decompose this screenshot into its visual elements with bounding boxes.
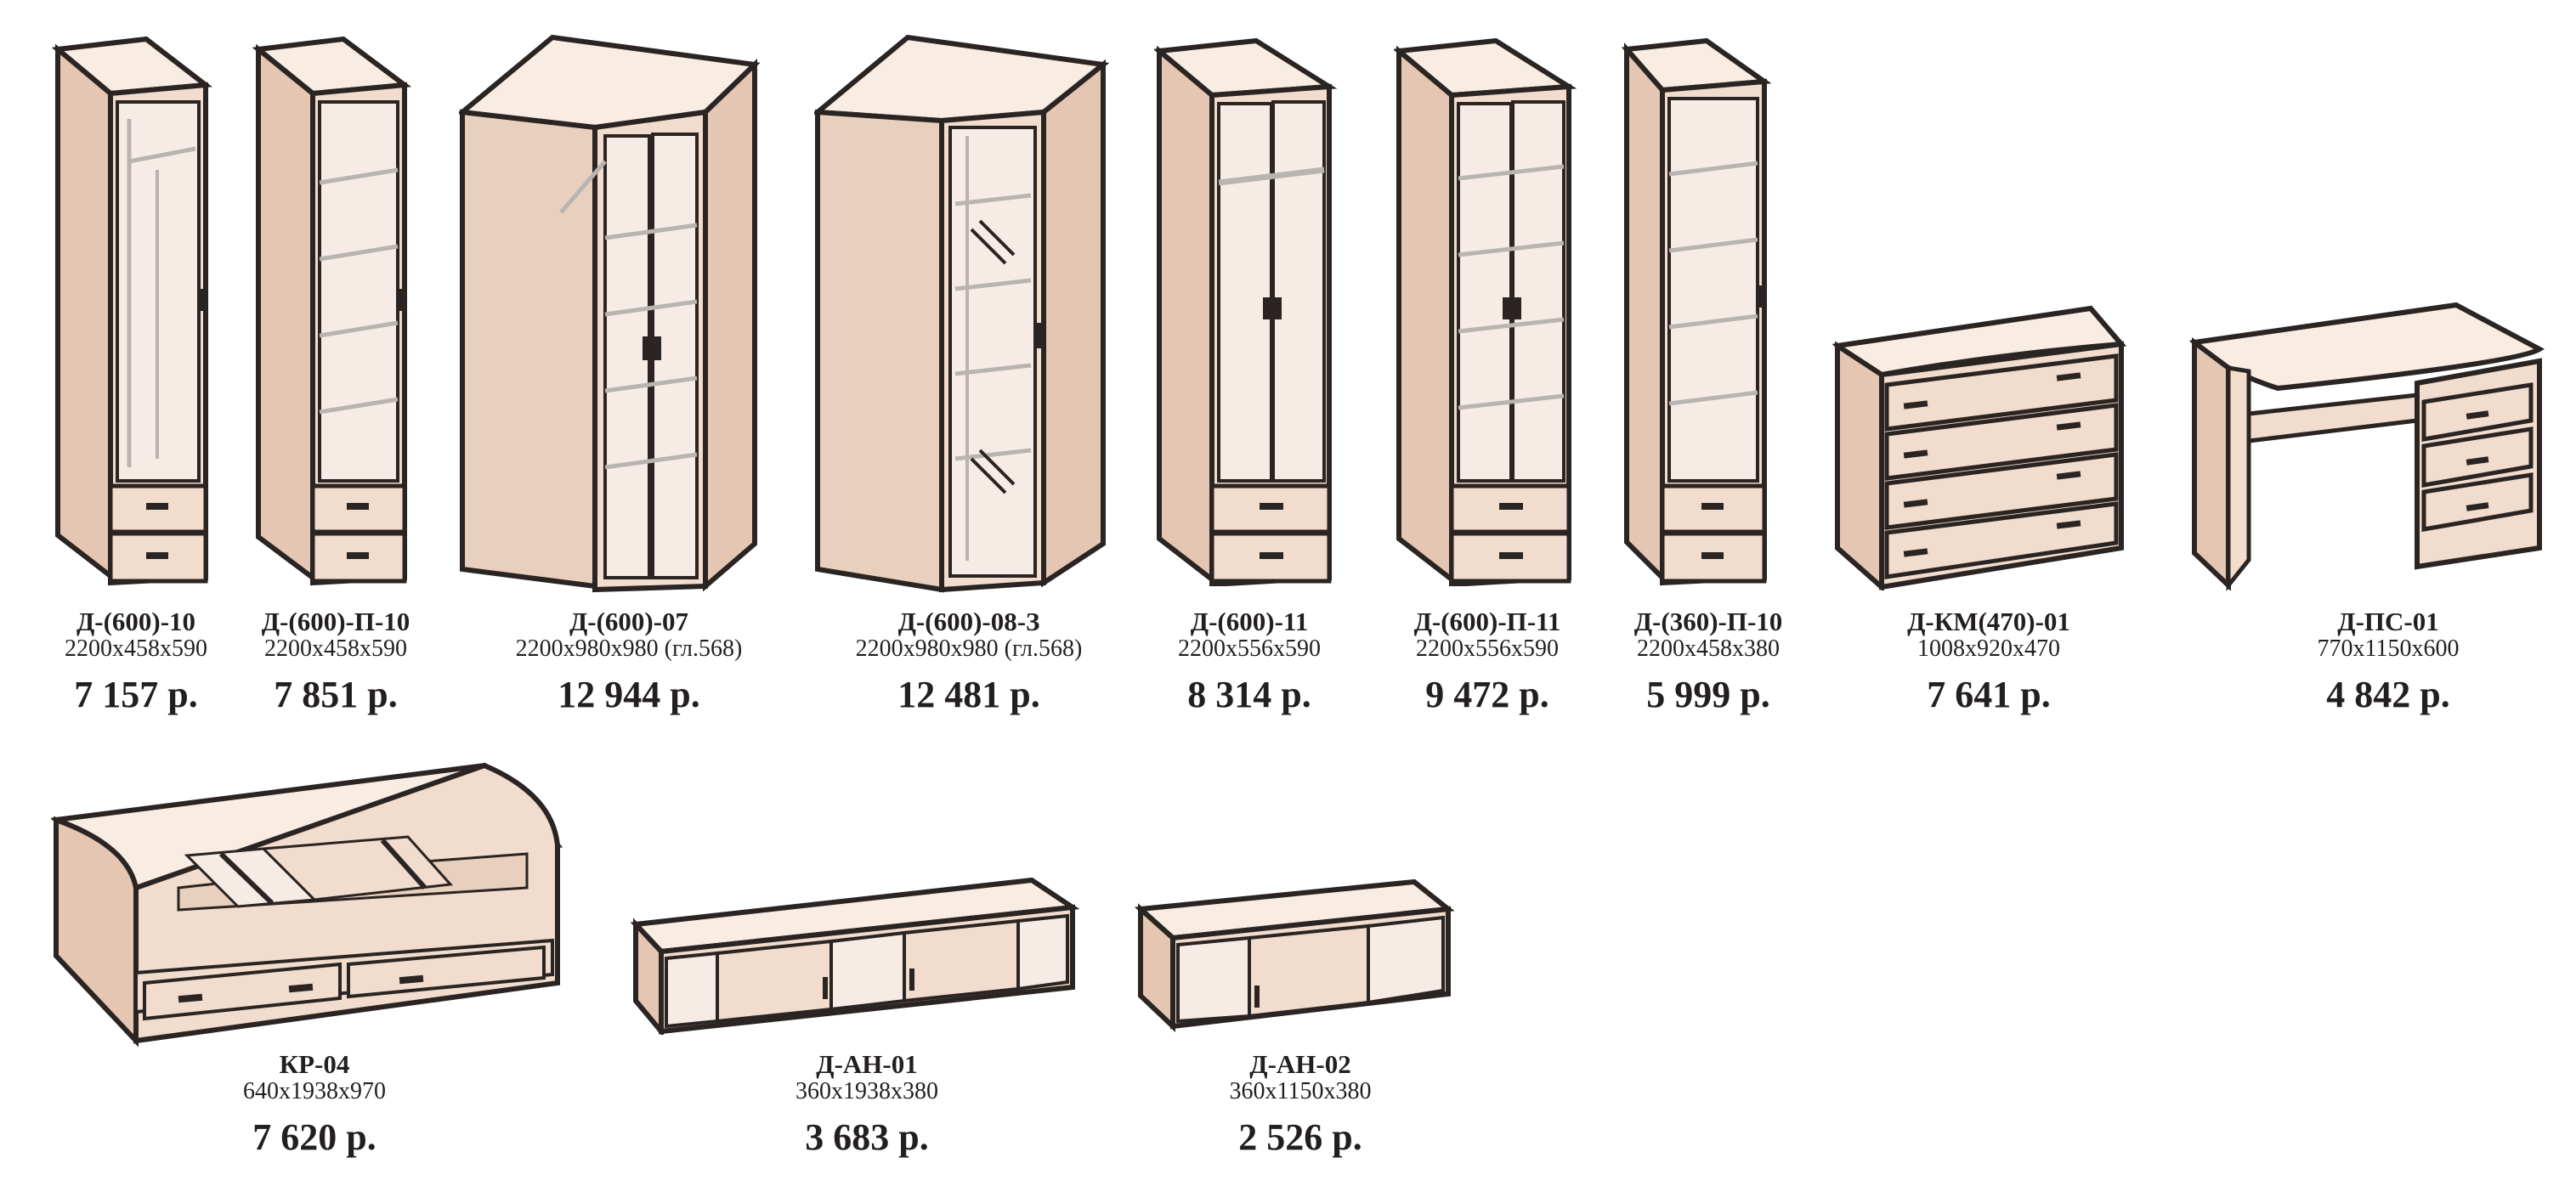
product-name: Д-(600)-08-З [897, 607, 1040, 636]
product-card: Д-(360)-П-10 2200х458х380 5 999 р. [1598, 607, 1819, 716]
corner-mirror-wardrobe-icon [814, 34, 1110, 593]
product-dimensions: 2200х556х590 [1416, 635, 1559, 662]
product-name: Д-КМ(470)-01 [1907, 607, 2070, 636]
wall-shelf-short-icon [1134, 878, 1455, 1032]
product-price: 7 641 р. [1927, 674, 2051, 715]
single-glass-door-cabinet-icon [252, 36, 412, 586]
product-price: 7 157 р. [74, 674, 198, 715]
product-dimensions: 770х1150х600 [2317, 635, 2460, 662]
product-name: Д-(600)-П-11 [1413, 607, 1561, 636]
product-dimensions: 2200х458х590 [264, 635, 407, 662]
double-door-wardrobe-icon [1154, 37, 1338, 586]
product-dimensions: 1008х920х470 [1917, 635, 2060, 662]
product-price: 12 944 р. [558, 674, 700, 715]
product-card: Д-АН-01 360х1938х380 3 683 р. [748, 1050, 986, 1159]
product-card: КР-04 640х1938х970 7 620 р. [204, 1050, 425, 1159]
product-name: Д-(600)-10 [76, 607, 196, 636]
double-glass-door-cabinet-icon [1394, 37, 1577, 586]
product-price: 8 314 р. [1187, 674, 1311, 715]
product-name: Д-(600)-П-10 [261, 607, 410, 636]
product-price: 2 526 р. [1238, 1116, 1362, 1158]
product-price: 7 620 р. [252, 1116, 376, 1158]
product-dimensions: 360х1150х380 [1229, 1078, 1372, 1104]
bed-with-drawers-icon [51, 762, 563, 1048]
product-dimensions: 2200х458х380 [1637, 635, 1780, 662]
product-name: Д-(600)-11 [1190, 607, 1309, 636]
product-dimensions: 640х1938х970 [243, 1078, 386, 1104]
product-price: 5 999 р. [1646, 674, 1770, 715]
product-name: Д-(360)-П-10 [1633, 607, 1783, 636]
product-dimensions: 2200х980х980 (гл.568) [515, 635, 743, 662]
product-card: Д-АН-02 360х1150х380 2 526 р. [1181, 1050, 1419, 1159]
product-price: 9 472 р. [1425, 674, 1549, 715]
single-door-wardrobe-icon [51, 36, 212, 586]
product-name: Д-АН-02 [1249, 1049, 1351, 1079]
writing-desk-icon [2188, 302, 2545, 590]
product-dimensions: 2200х556х590 [1178, 635, 1321, 662]
product-dimensions: 2200х458х590 [65, 635, 207, 662]
narrow-glass-cabinet-icon [1622, 37, 1772, 586]
product-name: КР-04 [279, 1049, 350, 1079]
product-card: Д-ПС-01 770х1150х600 4 842 р. [2278, 607, 2499, 716]
product-price: 4 842 р. [2326, 674, 2450, 715]
product-card: Д-(600)-11 2200х556х590 8 314 р. [1147, 607, 1351, 716]
product-price: 7 851 р. [274, 674, 398, 715]
wall-shelf-long-icon [630, 877, 1079, 1035]
product-name: Д-ПС-01 [2337, 607, 2439, 636]
product-card: Д-КМ(470)-01 1008х920х470 7 641 р. [1870, 607, 2108, 716]
product-dimensions: 2200х980х980 (гл.568) [855, 635, 1083, 662]
product-price: 12 481 р. [897, 674, 1040, 715]
product-name: Д-АН-01 [816, 1049, 918, 1079]
product-card: Д-(600)-П-10 2200х458х590 7 851 р. [229, 607, 442, 716]
product-card: Д-(600)-08-З 2200х980х980 (гл.568) 12 48… [816, 607, 1122, 716]
product-name: Д-(600)-07 [569, 607, 689, 636]
product-card: Д-(600)-П-11 2200х556х590 9 472 р. [1377, 607, 1598, 716]
product-dimensions: 360х1938х380 [795, 1078, 938, 1104]
product-card: Д-(600)-07 2200х980х980 (гл.568) 12 944 … [476, 607, 782, 716]
chest-of-drawers-icon [1832, 305, 2127, 590]
corner-wardrobe-icon [459, 34, 761, 593]
product-price: 3 683 р. [805, 1116, 929, 1158]
product-card: Д-(600)-10 2200х458х590 7 157 р. [34, 607, 238, 716]
